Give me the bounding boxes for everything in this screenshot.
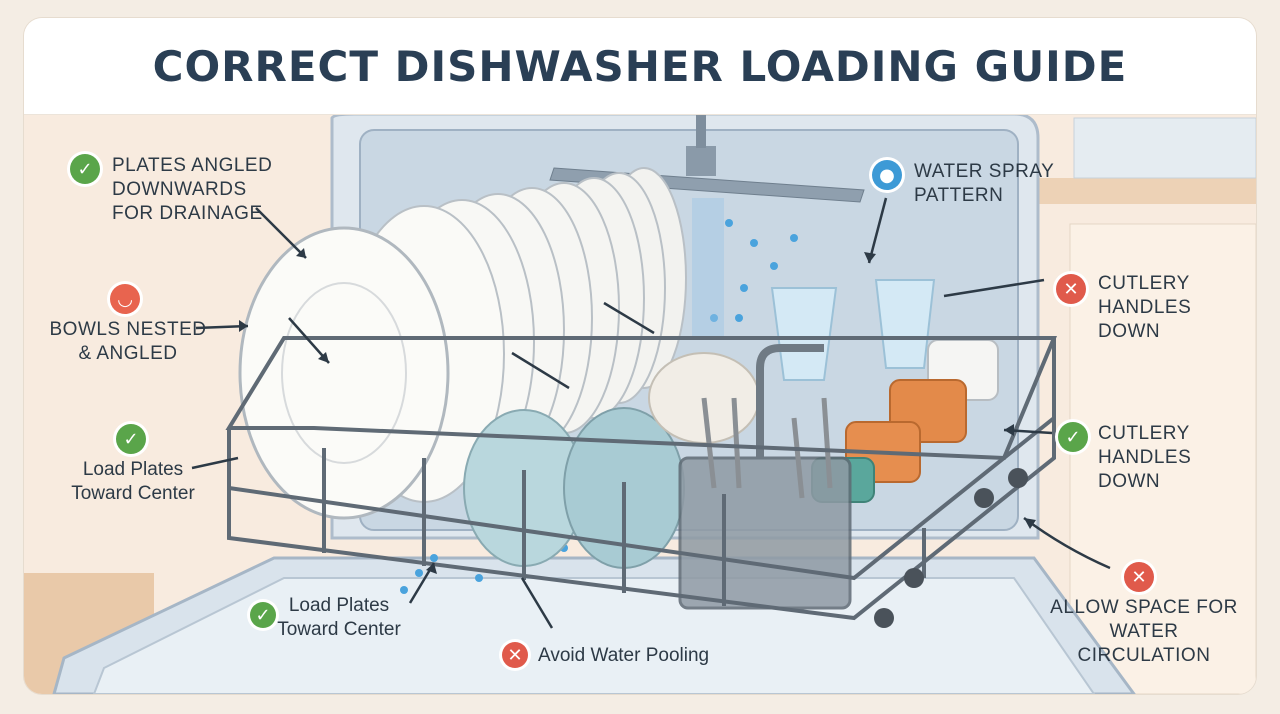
dish-rack xyxy=(225,336,1057,621)
fork xyxy=(731,397,742,489)
spray-arm-hub xyxy=(686,146,716,176)
rack-middle-wire xyxy=(228,416,1056,581)
arrow-head xyxy=(426,563,437,574)
label-bowls-nested: BOWLS NESTED & ANGLED xyxy=(49,319,207,364)
water-stream xyxy=(692,198,724,338)
glass xyxy=(874,279,936,369)
water-droplet xyxy=(475,574,483,582)
right-sink xyxy=(1073,117,1256,179)
water-droplet xyxy=(415,569,423,577)
rack-wheel xyxy=(1008,468,1028,488)
front-plate xyxy=(238,226,450,520)
right-cabinet xyxy=(1069,223,1256,694)
water-droplet xyxy=(400,586,408,594)
label-water-spray: WATER SPRAY PATTERN xyxy=(914,161,1055,206)
arrow-plate-stack xyxy=(603,301,655,335)
rack-wheel xyxy=(874,608,894,628)
water-droplet xyxy=(750,239,758,247)
check-icon: ✓ xyxy=(1058,422,1088,452)
front-plate-rim xyxy=(281,282,407,464)
plates xyxy=(238,167,687,520)
arrow-avoid-pooling xyxy=(520,577,554,629)
water-droplet xyxy=(710,314,718,322)
label-cutlery-top: CUTLERY HANDLES DOWN xyxy=(1098,273,1192,342)
label-cutlery-mid: CUTLERY HANDLES DOWN xyxy=(1098,423,1192,492)
rack-wheel xyxy=(974,488,994,508)
cross-icon: ✕ xyxy=(1124,562,1154,592)
label-avoid-pooling: Avoid Water Pooling xyxy=(538,645,710,666)
label-load-plates-left: Load Plates Toward Center xyxy=(71,459,195,504)
spoon xyxy=(791,417,805,499)
basket-handle xyxy=(756,344,824,458)
fork xyxy=(701,397,717,489)
water-drop-icon: ● xyxy=(872,160,902,190)
rack-wheels xyxy=(874,468,1028,628)
dishwasher-scene xyxy=(24,112,1256,694)
arrow-head xyxy=(1024,518,1036,529)
arrow-head xyxy=(318,352,329,363)
arrow-water-spray xyxy=(867,197,888,264)
bowl-icon: ◡ xyxy=(110,284,140,314)
arrow-head xyxy=(864,252,876,263)
water-droplet xyxy=(740,284,748,292)
arrow-heads xyxy=(239,248,1036,574)
water-droplet xyxy=(430,554,438,562)
water-droplet xyxy=(735,314,743,322)
check-icon: ✓ xyxy=(70,154,100,184)
check-icon: ✓ xyxy=(250,602,276,628)
water-droplet xyxy=(725,219,733,227)
page-title: CORRECT DISHWASHER LOADING GUIDE xyxy=(152,41,1128,91)
arrow-cutlery-top xyxy=(943,278,1045,298)
label-allow-space: ALLOW SPACE FOR WATER CIRCULATION xyxy=(1050,597,1238,666)
water-droplet xyxy=(770,262,778,270)
guide-frame: CORRECT DISHWASHER LOADING GUIDE ✓ PLATE… xyxy=(24,18,1256,694)
spray-arm-pipe xyxy=(696,114,706,148)
arrow-plate-stack xyxy=(511,351,570,390)
basket-body xyxy=(678,456,852,610)
rack-top-rim xyxy=(225,336,1057,461)
label-plates-angled: PLATES ANGLED DOWNWARDS FOR DRAINAGE xyxy=(112,155,273,224)
arrow-plates-angled xyxy=(255,207,307,259)
cross-icon: ✕ xyxy=(502,642,528,668)
arrow-head xyxy=(1004,424,1014,436)
label-load-plates-bottom: Load Plates Toward Center xyxy=(277,595,401,640)
knife xyxy=(821,397,833,489)
title-bar: CORRECT DISHWASHER LOADING GUIDE xyxy=(24,18,1256,115)
arrow-head xyxy=(296,248,306,258)
rack-wheel xyxy=(904,568,924,588)
glass xyxy=(770,287,838,381)
cross-icon: ✕ xyxy=(1056,274,1086,304)
water-droplet xyxy=(790,234,798,242)
right-counter-top xyxy=(1034,178,1256,204)
arrow-head xyxy=(239,320,248,332)
check-icon: ✓ xyxy=(116,424,146,454)
arrow-load-plates-left xyxy=(191,456,239,470)
